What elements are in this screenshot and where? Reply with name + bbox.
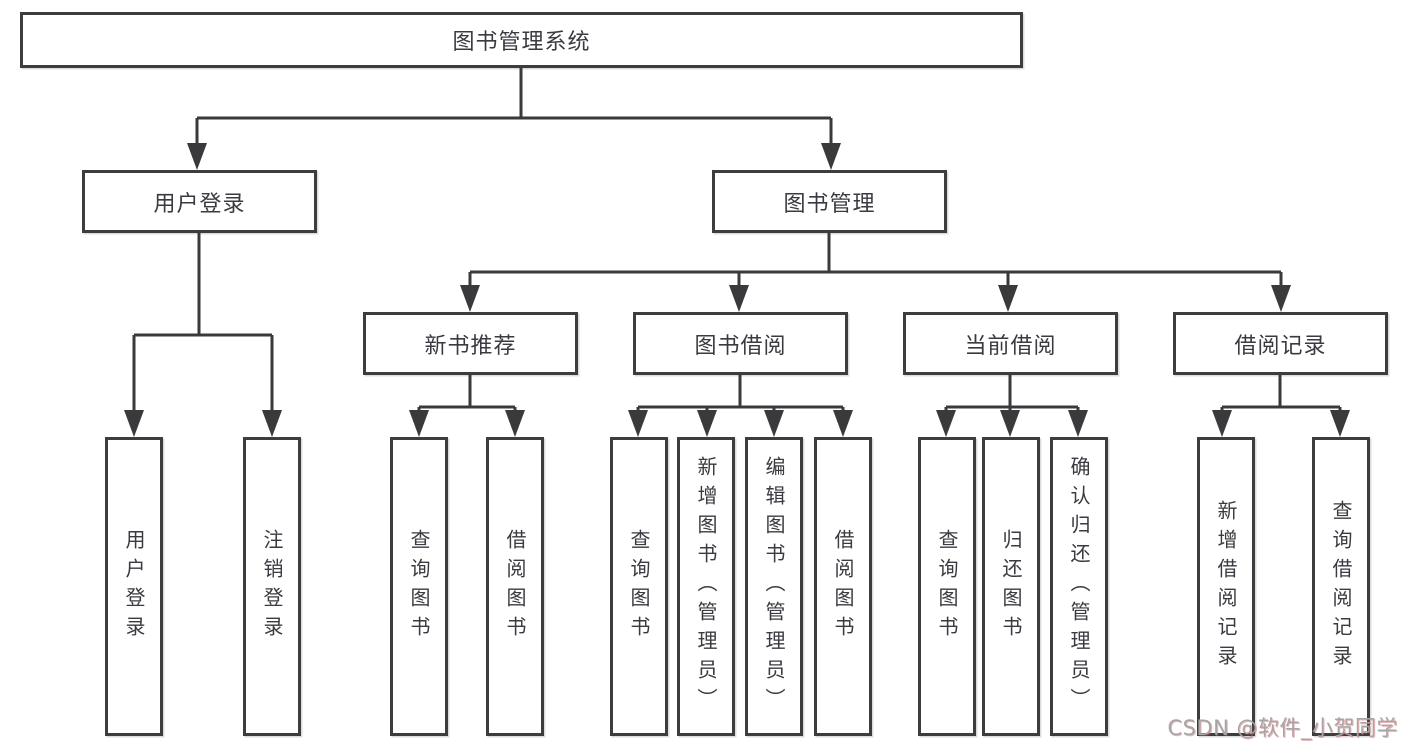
leaf-borrow-books-recommend: 借阅图书: [486, 437, 544, 736]
leaf-label: 归还图书: [999, 528, 1023, 645]
leaf-query-borrow-record: 查询借阅记录: [1312, 437, 1370, 736]
node-label: 图书管理: [783, 191, 876, 217]
leaf-logout: 注销登录: [243, 437, 301, 736]
leaf-label: 查询图书: [407, 528, 431, 645]
node-borrowing-records: 借阅记录: [1173, 312, 1388, 375]
leaf-label: 编辑图书（管理员）: [762, 456, 786, 717]
node-current-borrowing: 当前借阅: [903, 312, 1118, 375]
leaf-label: 注销登录: [260, 528, 284, 645]
leaf-return-books: 归还图书: [982, 437, 1040, 736]
leaf-label: 新增借阅记录: [1214, 499, 1238, 674]
leaf-label: 新增图书（管理员）: [694, 456, 718, 717]
node-label: 用户登录: [153, 191, 246, 217]
leaf-label: 借阅图书: [503, 528, 527, 645]
node-new-book-recommendation: 新书推荐: [363, 312, 578, 375]
leaf-label: 查询借阅记录: [1329, 499, 1353, 674]
csdn-watermark: CSDN @软件_小贺同学: [1167, 716, 1398, 740]
node-label: 新书推荐: [424, 333, 517, 359]
leaf-label: 借阅图书: [831, 528, 855, 645]
node-user-login: 用户登录: [82, 170, 317, 233]
leaf-query-books-recommend: 查询图书: [390, 437, 448, 736]
leaf-label: 确认归还（管理员）: [1067, 456, 1091, 717]
leaf-label: 查询图书: [627, 528, 651, 645]
leaf-user-login: 用户登录: [105, 437, 163, 736]
node-label: 借阅记录: [1234, 333, 1327, 359]
node-label: 图书借阅: [694, 333, 787, 359]
node-label: 图书管理系统: [452, 30, 591, 55]
node-book-management: 图书管理: [712, 170, 947, 233]
leaf-edit-books-admin: 编辑图书（管理员）: [745, 437, 803, 736]
leaf-label: 用户登录: [122, 528, 146, 645]
leaf-query-books-borrow: 查询图书: [610, 437, 668, 736]
node-library-management-system: 图书管理系统: [20, 12, 1023, 68]
leaf-query-books-current: 查询图书: [918, 437, 976, 736]
leaf-confirm-return-admin: 确认归还（管理员）: [1050, 437, 1108, 736]
node-label: 当前借阅: [964, 333, 1057, 359]
leaf-add-borrow-record: 新增借阅记录: [1197, 437, 1255, 736]
leaf-add-books-admin: 新增图书（管理员）: [677, 437, 735, 736]
leaf-borrow-books: 借阅图书: [814, 437, 872, 736]
node-book-borrowing: 图书借阅: [633, 312, 848, 375]
leaf-label: 查询图书: [935, 528, 959, 645]
